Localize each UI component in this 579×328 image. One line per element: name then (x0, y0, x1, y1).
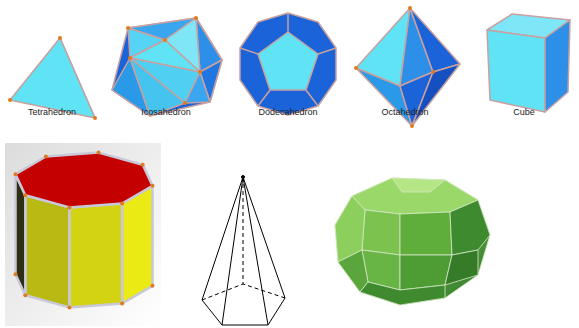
shape-label: Octahedron (381, 108, 428, 118)
prism-face (16, 153, 153, 208)
octagonal-prism (14, 151, 155, 310)
prism-face (25, 195, 69, 307)
prism-vertex (14, 272, 18, 276)
pentagonal-pyramid (202, 176, 285, 326)
prism-vertex (23, 193, 27, 197)
octahedron (354, 6, 460, 128)
prism-vertex (97, 151, 101, 155)
prism-vertex (150, 284, 154, 288)
prism-vertex (150, 184, 154, 188)
prism-vertex (120, 201, 124, 205)
prism-face (69, 204, 122, 308)
shape-label: Tetrahedron (28, 108, 76, 118)
prism-vertex (23, 293, 27, 297)
prism-vertex (67, 205, 71, 209)
icosahedron (112, 16, 222, 116)
shape-label: Cube (513, 108, 535, 118)
prism-vertex (14, 172, 18, 176)
prism-face (122, 186, 152, 304)
tetrahedron (8, 36, 97, 120)
prism-vertex (44, 155, 48, 159)
prism-vertex (67, 305, 71, 309)
dodecahedron (240, 13, 336, 115)
shape-label: Dodecahedron (258, 108, 317, 118)
prism-vertex (120, 301, 124, 305)
prism-vertex (141, 163, 145, 167)
shape-label: Icosahedron (141, 108, 191, 118)
prism-background (5, 143, 161, 326)
cube (487, 14, 570, 112)
elongated-polyhedron (335, 178, 490, 305)
